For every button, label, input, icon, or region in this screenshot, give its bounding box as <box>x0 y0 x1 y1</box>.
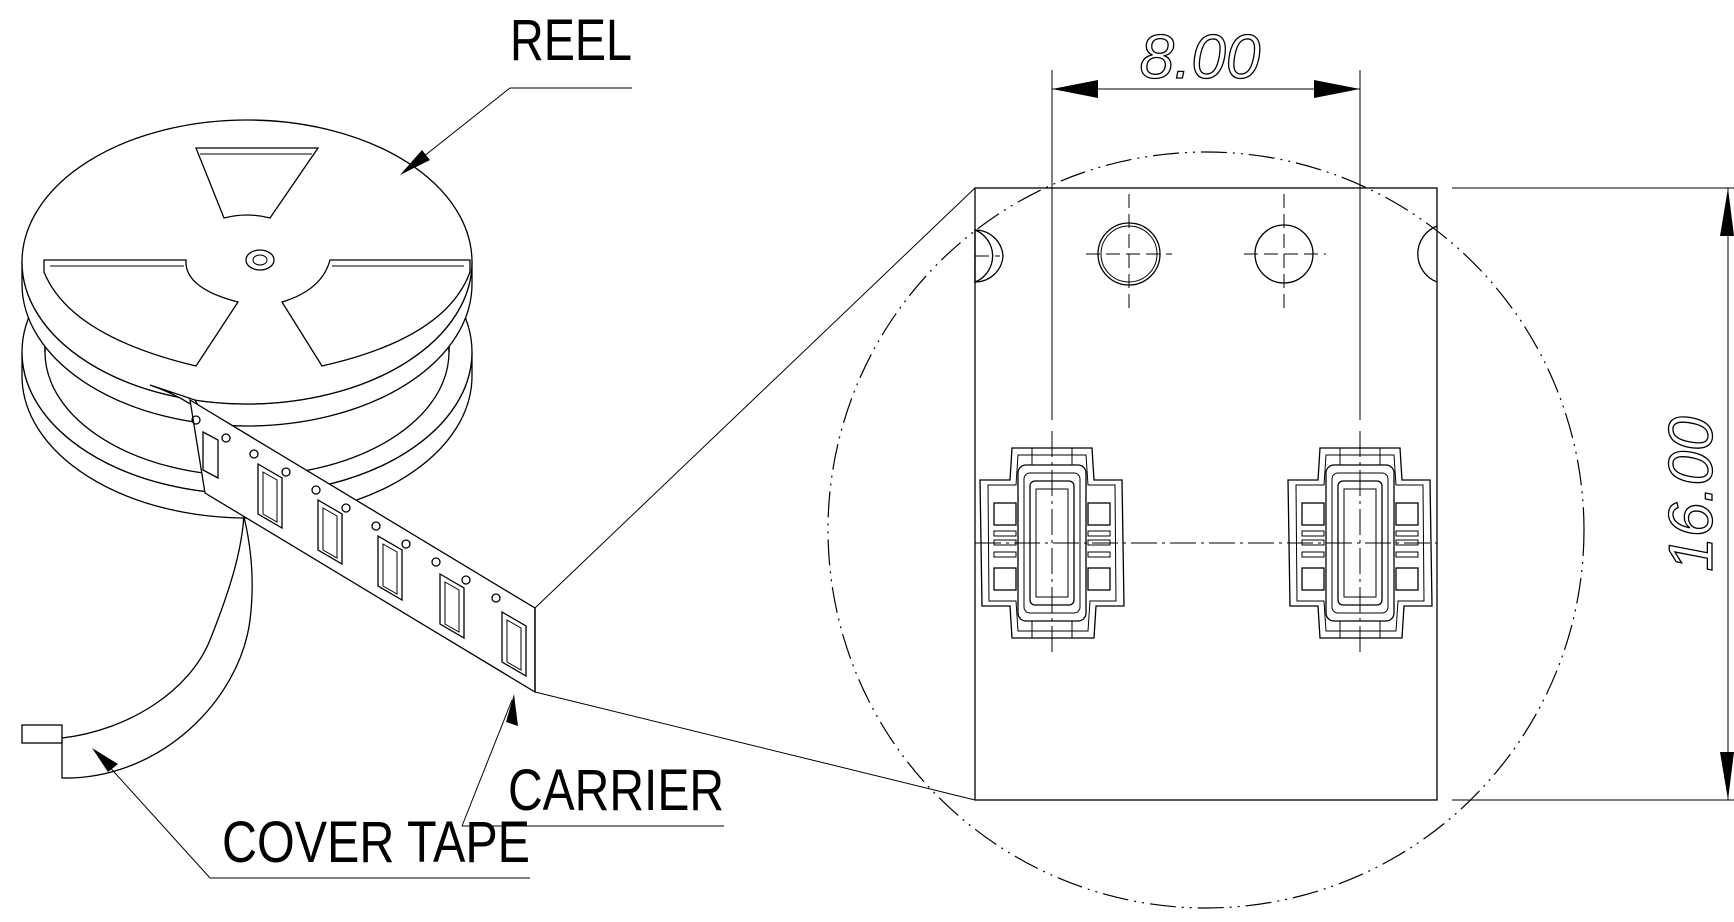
cover-tape <box>21 384 253 779</box>
cover-tape-leader <box>21 724 63 744</box>
label-reel-group: REEL <box>400 8 632 175</box>
projection-line-top <box>534 187 976 609</box>
detail-view <box>827 151 1585 909</box>
detail-circle <box>827 151 1585 909</box>
label-cover-tape-group: COVER TAPE <box>92 748 530 879</box>
dimension-width-value: 16.00 <box>1657 416 1726 571</box>
label-reel: REEL <box>510 8 632 73</box>
detail-sprocket-holes <box>974 194 1438 314</box>
carrier-pockets <box>202 430 527 678</box>
carrier-sprocket-holes <box>191 415 501 603</box>
label-carrier: CARRIER <box>508 758 724 823</box>
dimension-pitch: 8.00 <box>1051 22 1361 420</box>
label-carrier-group: CARRIER <box>461 694 724 827</box>
reel-center-hole <box>245 249 275 271</box>
reel-window-right <box>280 259 471 367</box>
projection-line-bottom <box>534 691 976 801</box>
carrier-tape <box>189 398 536 694</box>
reel <box>21 119 473 519</box>
label-cover-tape: COVER TAPE <box>222 810 530 875</box>
reel-top-flange <box>21 119 473 405</box>
dimension-pitch-value: 8.00 <box>1140 23 1261 92</box>
tape-detail-outline <box>974 187 1438 801</box>
dimension-width: 16.00 <box>1452 187 1734 801</box>
reel-window-top <box>195 147 320 219</box>
reel-window-left <box>43 259 240 367</box>
